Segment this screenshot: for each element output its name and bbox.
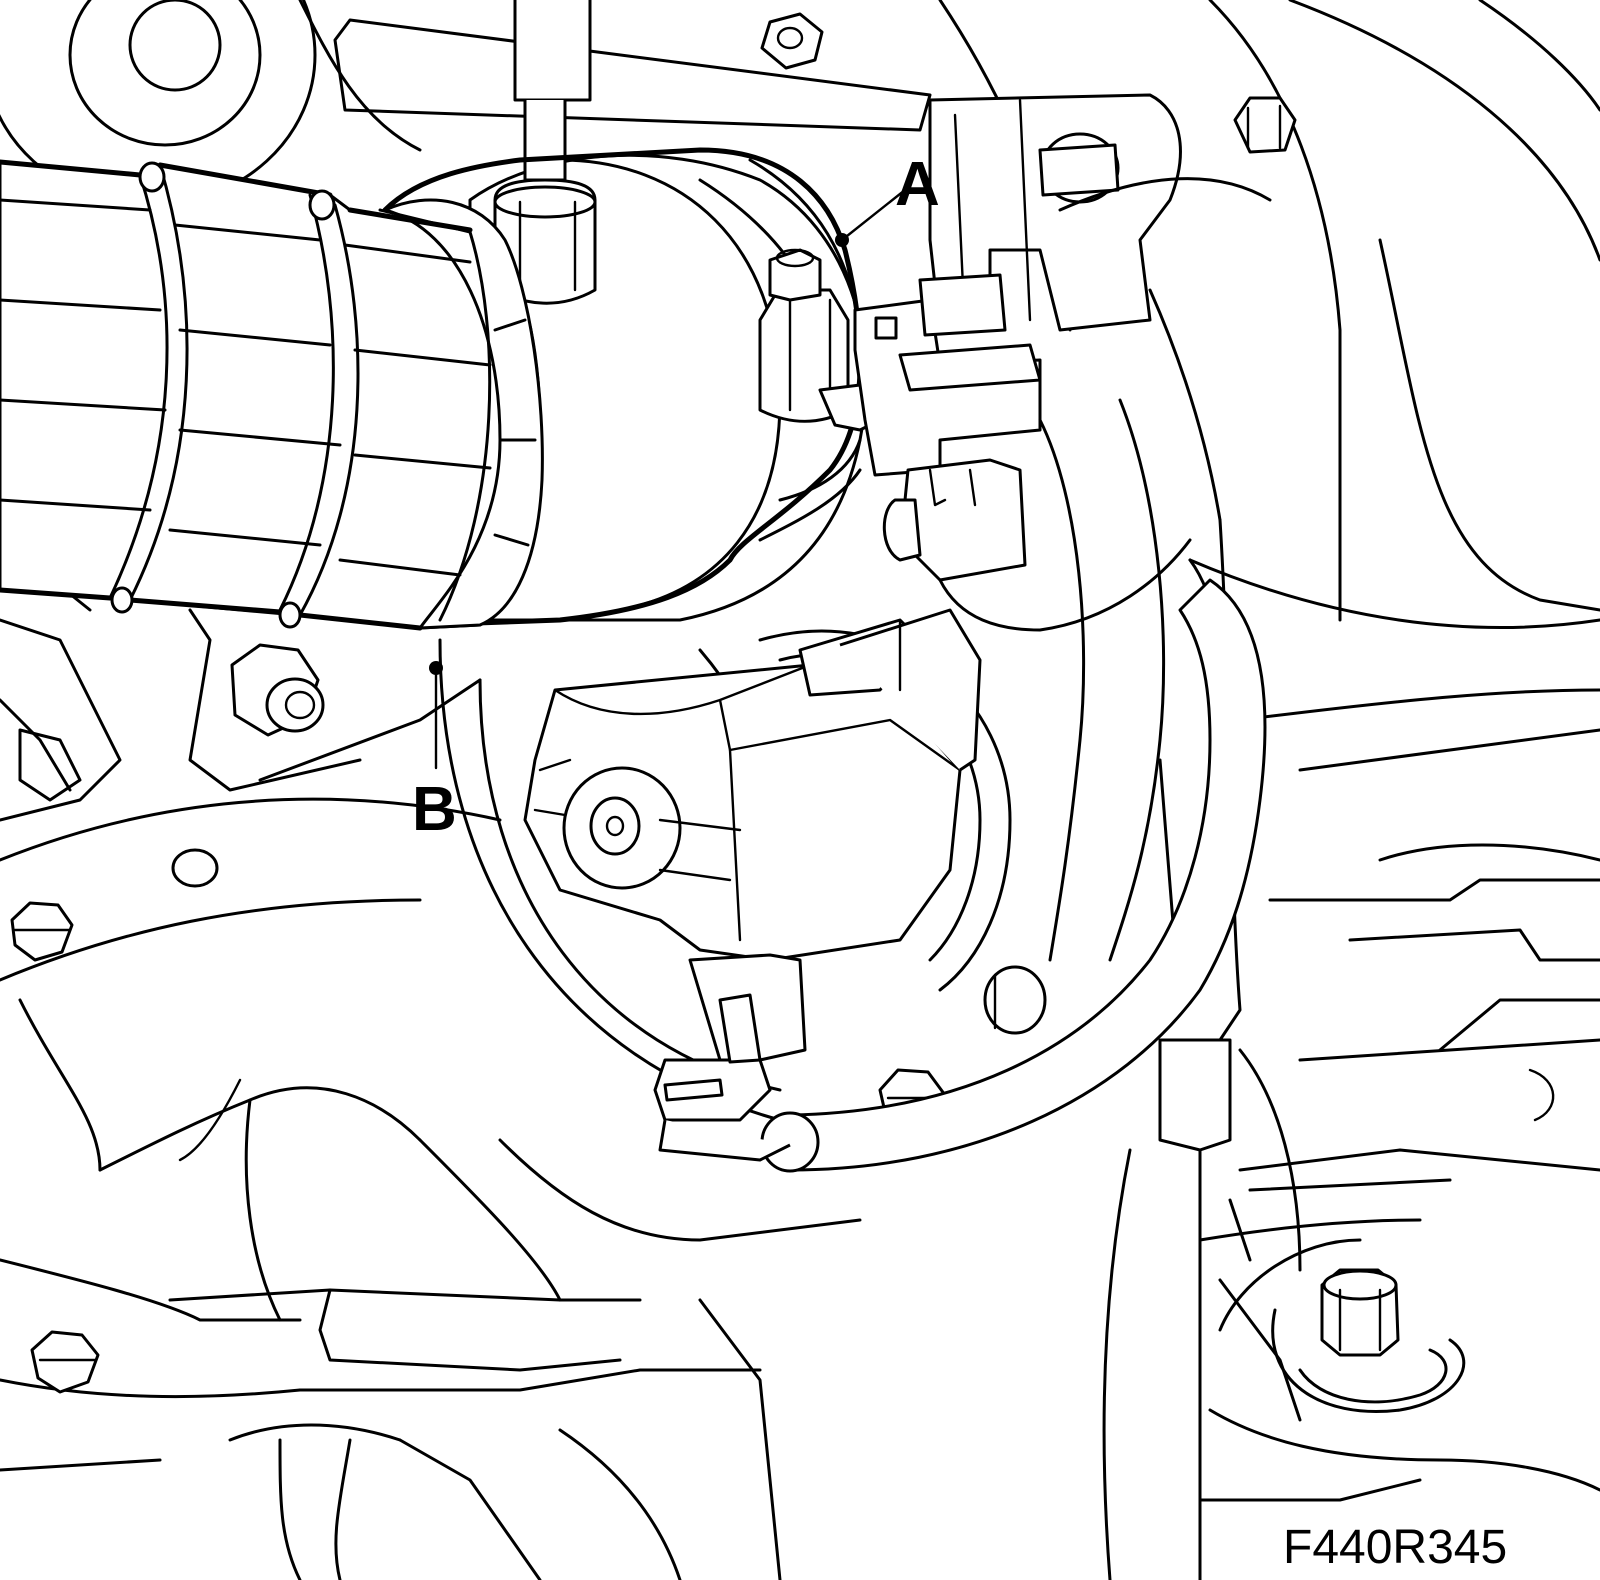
callout-b-label: B — [412, 775, 457, 844]
callout-a: A — [835, 150, 940, 247]
callout-a-label: A — [895, 150, 940, 219]
bolt-left-middle — [230, 643, 325, 737]
coolant-hose — [760, 578, 1267, 1173]
throttle-body-housing — [468, 0, 868, 622]
callout-b: B — [412, 661, 457, 844]
bolt-right-lower — [1320, 1268, 1400, 1357]
bolt-left-lower — [10, 901, 74, 962]
intake-hose — [0, 159, 544, 631]
bolt-top-center — [760, 12, 824, 70]
bolt-top-right — [1233, 96, 1297, 154]
hole-left-casting — [171, 848, 219, 888]
vertical-bracket — [1038, 177, 1302, 1580]
connector-block-right — [853, 93, 1192, 632]
bolt-left-bottom — [30, 1330, 100, 1394]
washer-lower-right — [1271, 1308, 1466, 1413]
bolt-center-right — [983, 965, 1047, 1035]
figure-id-backdrop — [1270, 1510, 1600, 1580]
throttle-position-sensor — [523, 608, 982, 1162]
figure-id: F440R345 — [1283, 1521, 1507, 1574]
